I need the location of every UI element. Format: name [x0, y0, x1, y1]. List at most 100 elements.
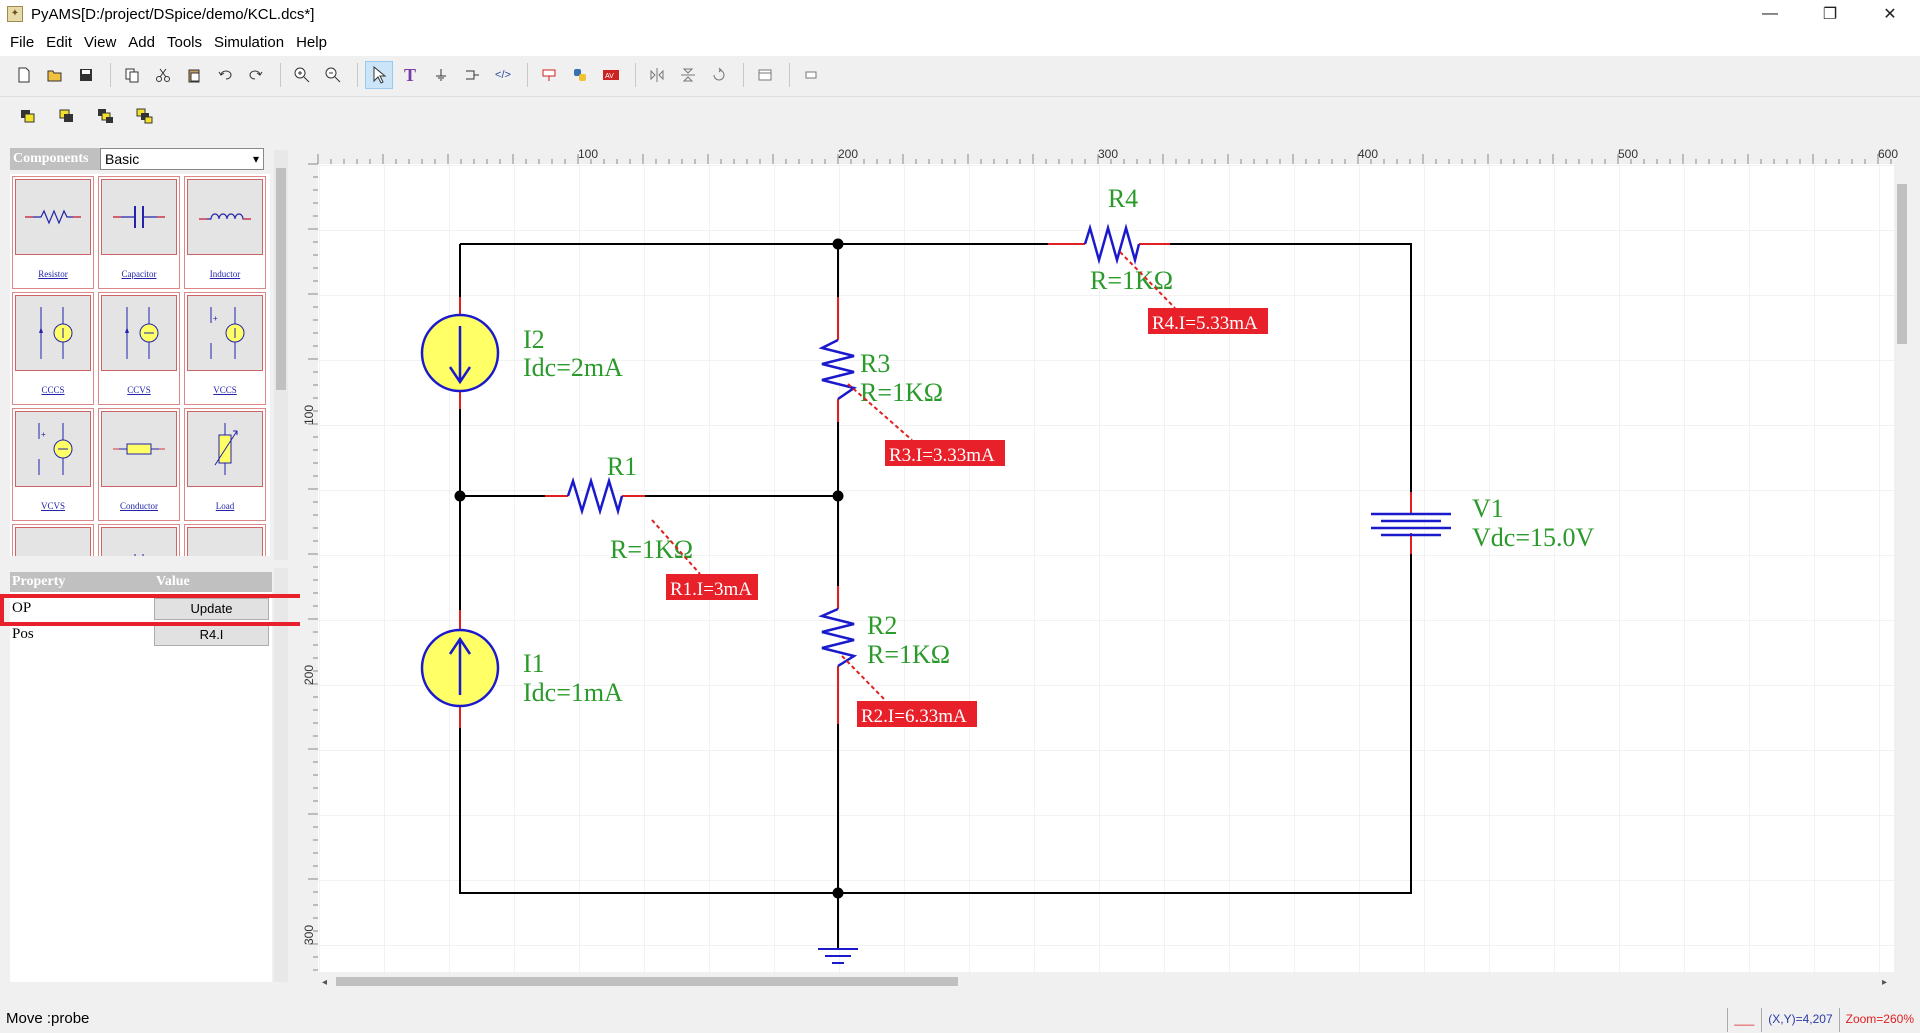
rotate-icon[interactable]	[705, 61, 733, 89]
window-icon[interactable]	[751, 61, 779, 89]
menu-tools[interactable]: Tools	[166, 33, 203, 51]
open-folder-icon[interactable]	[41, 61, 69, 89]
bring-forward-icon[interactable]	[92, 102, 120, 130]
code-icon[interactable]: </>	[495, 69, 511, 81]
tile-load[interactable]: Load	[184, 408, 266, 521]
flip-horizontal-icon[interactable]	[643, 61, 671, 89]
junction-dots	[454, 238, 844, 899]
ruler-label: 200	[838, 147, 858, 161]
voltage-source-v1[interactable]	[1371, 492, 1451, 554]
tile-capacitor[interactable]: Capacitor	[98, 176, 180, 289]
svg-text:+: +	[213, 314, 218, 323]
scroll-right-icon[interactable]: ▸	[1882, 977, 1887, 988]
undo-icon[interactable]	[211, 61, 239, 89]
paste-icon[interactable]	[180, 61, 208, 89]
transformer-icon	[15, 527, 91, 556]
tile-cccs[interactable]: CCCS	[12, 292, 94, 405]
resistor-r1[interactable]	[545, 476, 645, 516]
components-label: Components	[10, 148, 100, 170]
ruler-label: 300	[1098, 147, 1118, 161]
close-button[interactable]: ✕	[1883, 6, 1897, 23]
analysis-icon[interactable]: AV	[597, 61, 625, 89]
property-scrollbar[interactable]	[274, 568, 288, 982]
current-source-i2[interactable]	[420, 297, 500, 409]
vccs-icon: +	[187, 295, 263, 371]
new-file-icon[interactable]	[10, 61, 38, 89]
property-row-op: OP Update	[10, 596, 272, 622]
r2-probe-box[interactable]	[857, 701, 977, 727]
palette-scrollbar[interactable]	[274, 150, 288, 560]
i2-name: I2	[523, 325, 545, 354]
menu-edit[interactable]: Edit	[46, 33, 73, 51]
send-back-icon[interactable]	[53, 102, 81, 130]
redo-icon[interactable]	[242, 61, 270, 89]
tile-inductor[interactable]: Inductor	[184, 176, 266, 289]
net-icon[interactable]	[458, 61, 486, 89]
tile-label: Load	[215, 501, 235, 511]
select-pointer-icon[interactable]	[365, 61, 393, 89]
r3-probe-box[interactable]	[885, 440, 1005, 466]
minimize-icon[interactable]	[797, 61, 825, 89]
tile-ccvs[interactable]: CCVS	[98, 292, 180, 405]
r4-probe-box[interactable]	[1148, 308, 1268, 334]
zoom-in-icon[interactable]	[288, 61, 316, 89]
zoom-out-icon[interactable]	[319, 61, 347, 89]
horizontal-scrollbar-thumb[interactable]	[336, 977, 958, 986]
status-message: Move :probe	[6, 1010, 90, 1027]
tile-diode[interactable]	[184, 524, 266, 556]
ground-symbol[interactable]	[818, 948, 858, 964]
menu-file[interactable]: File	[10, 33, 35, 51]
tile-switch[interactable]	[98, 524, 180, 556]
r4-probe-leader	[1119, 251, 1176, 309]
resistor-r2[interactable]	[818, 586, 858, 724]
ruler-label: 400	[1358, 147, 1378, 161]
schematic-canvas[interactable]: 100 200 300 400 500 600 100 200 300 I2 I…	[300, 144, 1910, 992]
maximize-button[interactable]: ❐	[1822, 6, 1838, 23]
resistor-icon	[15, 179, 91, 255]
r2-probe-label: R2.I=6.33mA	[861, 706, 967, 727]
flip-vertical-icon[interactable]	[674, 61, 702, 89]
tile-label: CCVS	[127, 385, 151, 395]
tile-vccs[interactable]: + VCCS	[184, 292, 266, 405]
probe-position-button[interactable]: R4.I	[154, 624, 269, 646]
scroll-left-icon[interactable]: ◂	[322, 977, 327, 988]
r4-name: R4	[1108, 184, 1138, 213]
property-table: Property Value OP Update Pos R4.I	[10, 572, 272, 982]
tile-conductor[interactable]: Conductor	[98, 408, 180, 521]
scrollbar-thumb[interactable]	[276, 168, 286, 390]
toolbar-separator	[357, 63, 358, 87]
resistor-r3[interactable]	[818, 297, 857, 422]
tile-label: Resistor	[38, 269, 68, 279]
library-select[interactable]: Basic	[100, 148, 264, 170]
menu-add[interactable]: Add	[128, 33, 155, 51]
menu-help[interactable]: Help	[296, 33, 327, 51]
r4-value: R=1KΩ	[1090, 266, 1173, 295]
vertical-scrollbar-thumb[interactable]	[1897, 184, 1907, 344]
send-backward-icon[interactable]	[131, 102, 159, 130]
save-icon[interactable]	[72, 61, 100, 89]
r1-probe-box[interactable]	[666, 574, 758, 600]
probe-icon[interactable]	[535, 61, 563, 89]
menu-simulation[interactable]: Simulation	[214, 33, 285, 51]
r3-name: R3	[860, 349, 890, 378]
minimize-button[interactable]: —	[1762, 5, 1778, 22]
tile-vcvs[interactable]: + VCVS	[12, 408, 94, 521]
v1-name: V1	[1472, 494, 1504, 523]
bring-front-icon[interactable]	[14, 102, 42, 130]
update-button[interactable]: Update	[154, 598, 269, 620]
copy-icon[interactable]	[118, 61, 146, 89]
svg-text:AV: AV	[605, 73, 614, 80]
ground-icon[interactable]	[427, 61, 455, 89]
tile-transformer[interactable]	[12, 524, 94, 556]
current-source-i1[interactable]	[420, 610, 500, 728]
tile-label: Inductor	[209, 269, 241, 279]
python-icon[interactable]	[566, 61, 594, 89]
resistor-r4[interactable]	[1048, 223, 1170, 265]
text-icon[interactable]: T	[403, 64, 416, 85]
menu-view[interactable]: View	[84, 33, 117, 51]
cut-icon[interactable]	[149, 61, 177, 89]
vertical-scrollbar[interactable]	[1894, 164, 1910, 972]
ruler-label: 100	[302, 405, 316, 425]
ruler-label: 600	[1878, 147, 1898, 161]
tile-resistor[interactable]: Resistor	[12, 176, 94, 289]
